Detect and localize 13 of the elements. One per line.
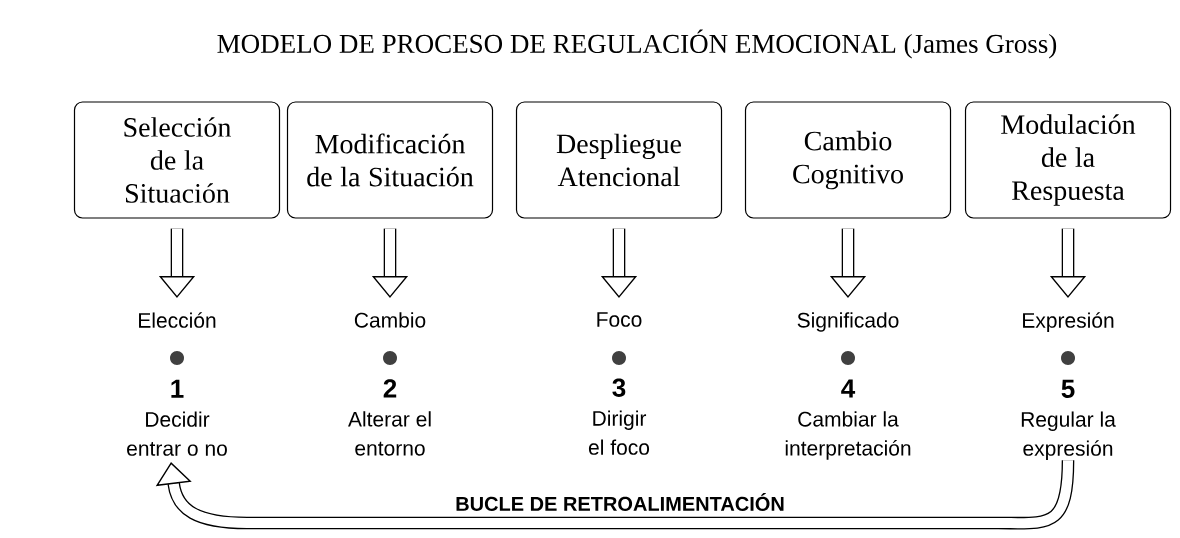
step-text: Foco 3 Dirigir el foco xyxy=(588,312,650,455)
process-box: Modulación de la Respuesta xyxy=(964,101,1172,219)
edge-label: BUCLE DE RETROALIMENTACIÓN xyxy=(456,493,784,511)
step-text: Elección 1 Decidir entrar o no xyxy=(127,312,227,456)
process-box: Despliegue Atencional xyxy=(515,101,723,219)
step-text: Significado 4 Cambiar la interpretación xyxy=(785,312,911,460)
process-box: Cambio Cognitivo xyxy=(744,101,952,219)
process-box: Selección de la Situación xyxy=(73,101,281,219)
process-box: Modificación de la Situación xyxy=(286,101,494,219)
title: MODELO DE PROCESO DE REGULACIÓN EMOCIONAL (James Gross) xyxy=(217,29,1057,59)
step-text: Expresión 5 Regular la expresión xyxy=(1021,312,1116,461)
feedback-arrow xyxy=(155,460,1075,530)
step-text: Cambio 2 Alterar el entorno xyxy=(348,312,431,456)
